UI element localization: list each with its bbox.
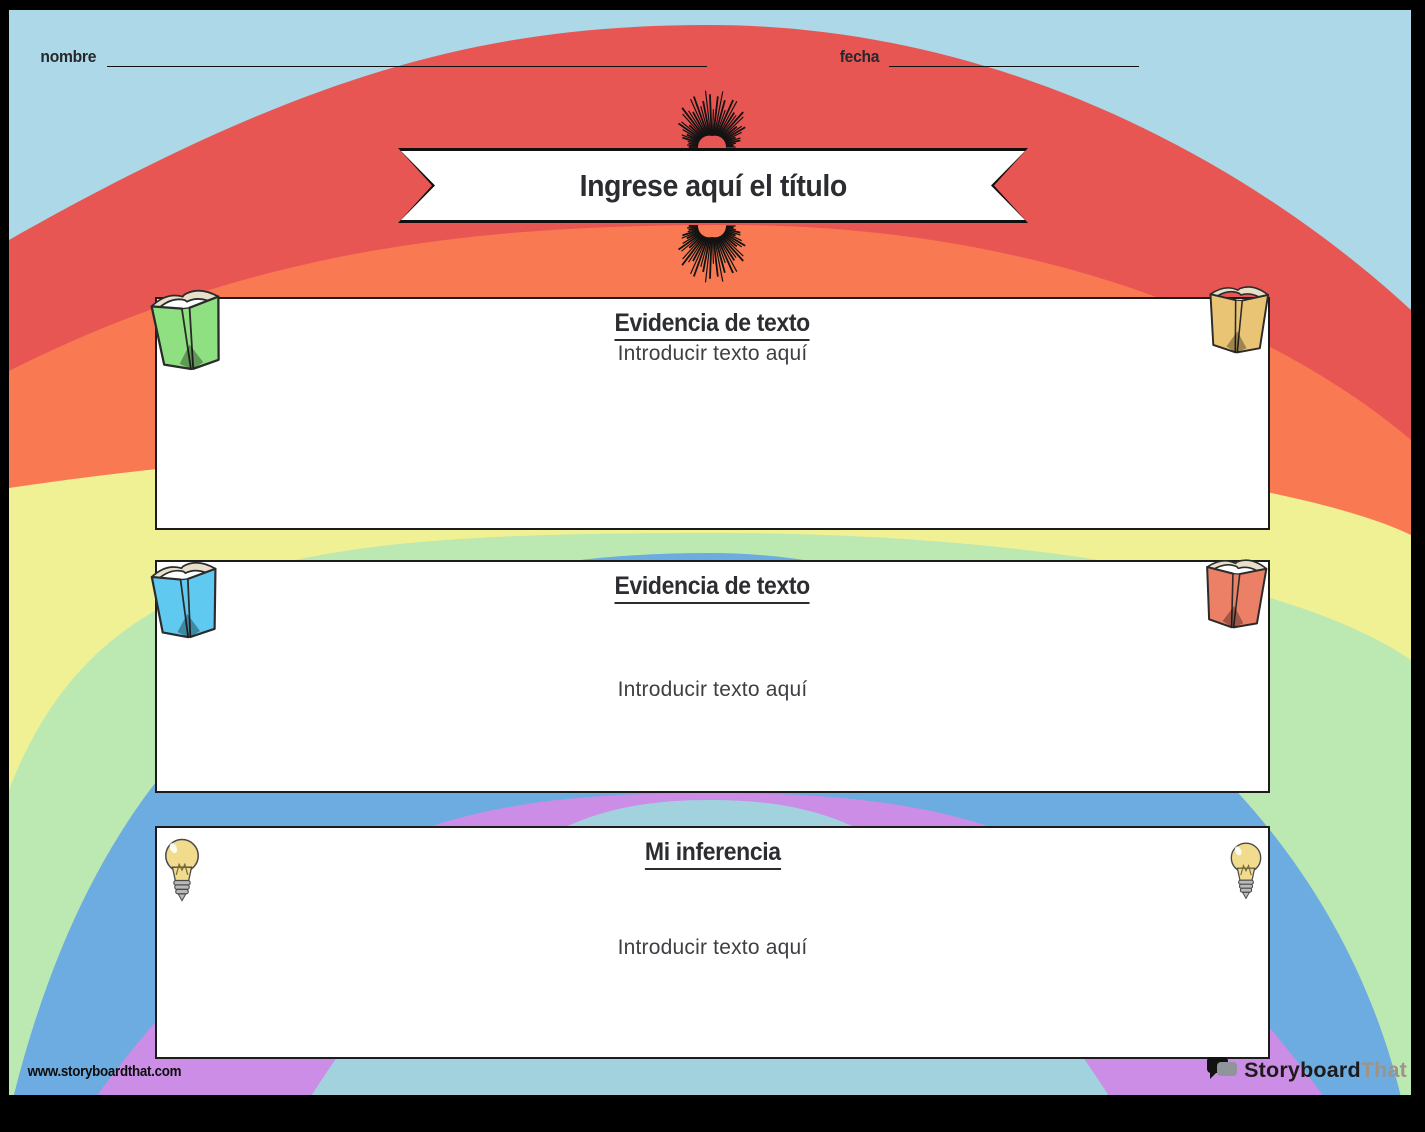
green-book-icon xyxy=(142,280,233,380)
title-banner[interactable]: Ingrese aquí el título xyxy=(398,148,1028,223)
starburst-top-icon xyxy=(677,90,746,148)
evidence-box-1-placeholder[interactable]: Introducir texto aquí xyxy=(617,342,808,365)
evidence-box-2[interactable]: Evidencia de texto Introducir texto aquí xyxy=(155,560,1270,793)
lightbulb-left-icon xyxy=(161,836,203,908)
name-input-line[interactable] xyxy=(106,46,707,67)
salmon-book-icon xyxy=(1196,541,1275,646)
worksheet-canvas: nombre fecha Ingrese aquí el título Evid… xyxy=(9,10,1411,1095)
date-field: fecha xyxy=(838,46,1139,67)
starburst-bottom-icon xyxy=(677,225,746,283)
name-label: nombre xyxy=(40,47,97,66)
inference-box-placeholder[interactable]: Introducir texto aquí xyxy=(617,936,808,959)
evidence-box-1-heading: Evidencia de texto xyxy=(614,309,811,341)
storyboardthat-logo: StoryboardThat xyxy=(1205,1054,1407,1086)
date-input-line[interactable] xyxy=(888,46,1139,67)
logo-wordmark: StoryboardThat xyxy=(1244,1057,1407,1082)
evidence-box-1[interactable]: Evidencia de texto Introducir texto aquí xyxy=(155,297,1270,530)
tan-book-icon xyxy=(1201,270,1276,368)
title-banner-fill xyxy=(401,151,1025,220)
blue-book-icon xyxy=(143,547,229,653)
inference-box[interactable]: Mi inferencia Introducir texto aquí xyxy=(155,826,1270,1059)
date-label: fecha xyxy=(839,47,880,66)
name-field: nombre xyxy=(38,46,707,67)
worksheet-title[interactable]: Ingrese aquí el título xyxy=(579,167,847,203)
inference-box-heading: Mi inferencia xyxy=(644,838,781,870)
evidence-box-2-placeholder[interactable]: Introducir texto aquí xyxy=(617,678,808,701)
evidence-box-2-heading: Evidencia de texto xyxy=(614,572,811,604)
website-url: www.storyboardthat.com xyxy=(27,1064,182,1080)
speech-bubbles-icon xyxy=(1207,1057,1238,1079)
lightbulb-right-icon xyxy=(1227,840,1265,905)
